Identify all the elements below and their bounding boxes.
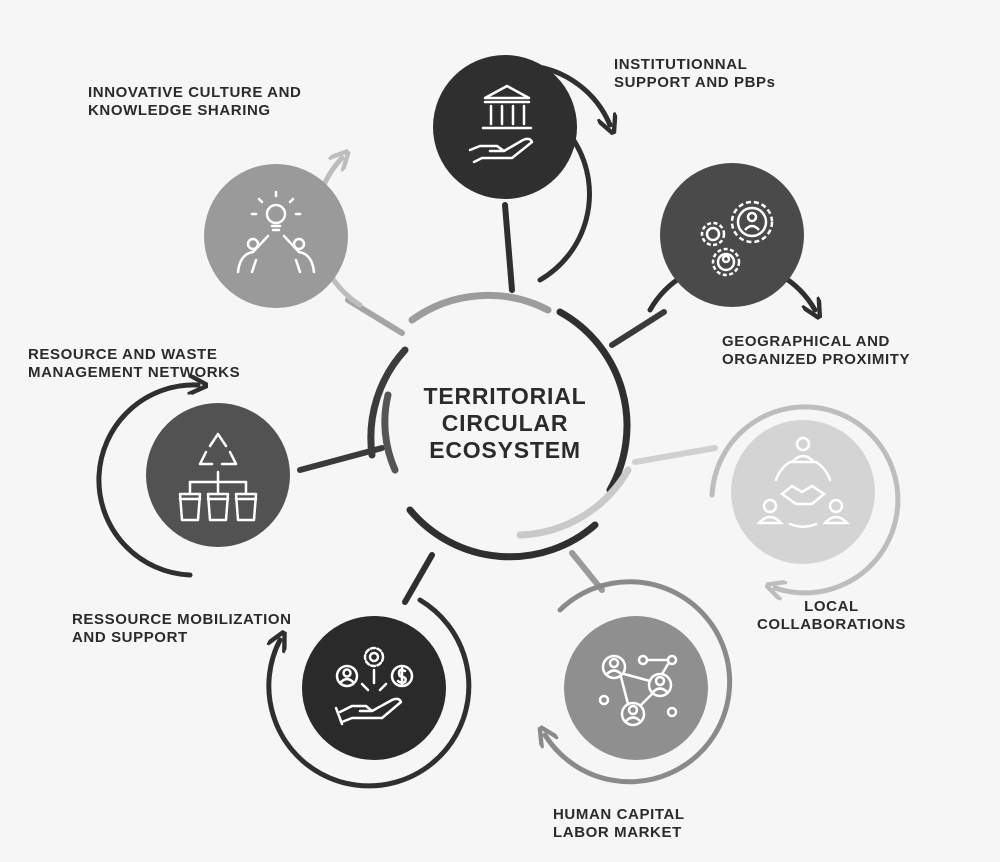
bank-hand-icon [468, 84, 534, 164]
label-local-line2: COLLABORATIONS [757, 616, 906, 633]
center-arc-gray [408, 291, 552, 324]
node-geographical [660, 163, 804, 307]
label-mobilization-line1: RESSOURCE MOBILIZATION [72, 611, 292, 628]
center-arc-light [516, 466, 632, 539]
node-innovative [204, 164, 348, 308]
node-mobilization [302, 616, 446, 760]
label-innovative-line1: INNOVATIVE CULTURE AND [88, 84, 302, 101]
handshake-network-icon [756, 436, 850, 528]
node-human [564, 616, 708, 760]
center-title-line3: ECOSYSTEM [429, 437, 581, 463]
label-waste-line2: MANAGEMENT NETWORKS [28, 364, 241, 381]
label-waste: RESOURCE AND WASTE MANAGEMENT NETWORKS [28, 346, 240, 382]
label-geographical-line1: GEOGRAPHICAL AND [722, 333, 890, 350]
connector-geographical [609, 309, 667, 348]
center-arc-dark [556, 308, 631, 494]
connector-local [632, 445, 718, 465]
label-institutional-line2: SUPPORT AND PBPs [614, 74, 776, 91]
gears-people-icon [700, 200, 774, 277]
label-local-line1: LOCAL [804, 598, 859, 615]
label-mobilization-line2: AND SUPPORT [72, 629, 188, 646]
people-network-icon [598, 654, 678, 727]
connector-human [569, 550, 605, 593]
label-geographical: GEOGRAPHICAL AND ORGANIZED PROXIMITY [722, 333, 910, 369]
lightbulb-team-icon [236, 190, 316, 274]
center-ring [367, 291, 632, 561]
label-local: LOCAL COLLABORATIONS [757, 598, 906, 634]
label-institutional: INSTITUTIONNAL SUPPORT AND PBPs [614, 56, 776, 92]
label-institutional-line1: INSTITUTIONNAL [614, 56, 748, 73]
connector-institutional [502, 202, 515, 293]
label-human-line1: HUMAN CAPITAL [553, 806, 685, 823]
center-title: TERRITORIAL CIRCULAR ECOSYSTEM [380, 383, 630, 464]
label-human-line2: LABOR MARKET [553, 824, 682, 841]
label-human: HUMAN CAPITAL LABOR MARKET [553, 806, 685, 842]
ring-waste [96, 385, 198, 578]
label-innovative: INNOVATIVE CULTURE AND KNOWLEDGE SHARING [88, 84, 301, 120]
label-waste-line1: RESOURCE AND WASTE [28, 346, 218, 363]
recycle-bins-icon [178, 432, 258, 522]
connector-mobilization [402, 552, 435, 605]
ring-local [709, 404, 901, 593]
label-mobilization: RESSOURCE MOBILIZATION AND SUPPORT [72, 611, 292, 647]
hand-resources-icon [334, 646, 414, 726]
center-arc-inner [381, 391, 399, 474]
center-arc-darkleft [367, 346, 409, 459]
ring-mobilization [266, 597, 472, 789]
center-arc-bottom [406, 506, 599, 561]
label-innovative-line2: KNOWLEDGE SHARING [88, 102, 271, 119]
ring-human [545, 579, 733, 785]
center-title-line1: TERRITORIAL [423, 383, 587, 409]
center-title-line2: CIRCULAR [441, 410, 569, 436]
label-geographical-line2: ORGANIZED PROXIMITY [722, 351, 911, 368]
